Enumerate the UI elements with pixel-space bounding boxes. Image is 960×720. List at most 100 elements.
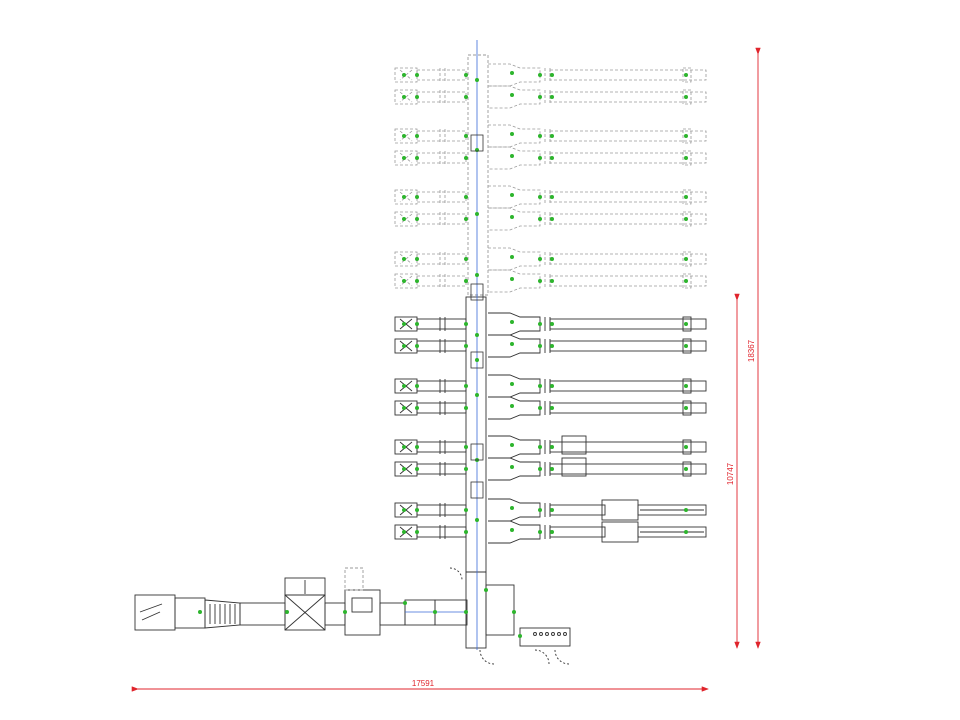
- junction-node: [684, 257, 688, 261]
- transfer-section: [488, 247, 541, 271]
- pocket-box: [561, 457, 587, 477]
- junction-node: [402, 445, 406, 449]
- shuttle-rail: [637, 504, 707, 516]
- junction-node: [510, 215, 514, 219]
- end-clamp: [682, 273, 692, 289]
- junction-node: [402, 530, 406, 534]
- junction-node: [402, 467, 406, 471]
- junction-node: [402, 134, 406, 138]
- end-clamp: [682, 67, 692, 83]
- shuttle-cart: [601, 499, 639, 521]
- junction-node: [464, 156, 468, 160]
- end-clamp: [682, 400, 692, 416]
- junction-node: [550, 445, 554, 449]
- end-clamp: [682, 128, 692, 144]
- junction-node: [684, 344, 688, 348]
- junction-node: [684, 195, 688, 199]
- drive-box: [394, 211, 418, 227]
- drive-box: [394, 189, 418, 205]
- junction-node: [415, 73, 419, 77]
- junction-node: [510, 320, 514, 324]
- left-arm: [416, 402, 467, 414]
- junction-node: [415, 467, 419, 471]
- junction-node: [538, 384, 542, 388]
- junction-node: [550, 95, 554, 99]
- transfer-section: [488, 269, 541, 293]
- spine-node: [475, 212, 479, 216]
- junction-node: [464, 344, 468, 348]
- transfer-section: [488, 435, 541, 459]
- junction-node: [402, 156, 406, 160]
- junction-node: [684, 406, 688, 410]
- spine-node: [475, 78, 479, 82]
- junction-node: [402, 384, 406, 388]
- junction-node: [415, 406, 419, 410]
- junction-node: [684, 530, 688, 534]
- junction-node: [538, 406, 542, 410]
- junction-node: [415, 134, 419, 138]
- junction-node: [510, 506, 514, 510]
- left-arm: [416, 318, 467, 330]
- junction-node: [684, 95, 688, 99]
- junction-node: [464, 467, 468, 471]
- junction-node: [684, 384, 688, 388]
- junction-node: [538, 134, 542, 138]
- junction-node: [464, 530, 468, 534]
- junction-node: [684, 134, 688, 138]
- junction-node: [510, 465, 514, 469]
- junction-node: [415, 530, 419, 534]
- transfer-section: [488, 63, 541, 87]
- junction-node: [464, 279, 468, 283]
- junction-node: [415, 384, 419, 388]
- junction-node: [415, 344, 419, 348]
- drive-box: [394, 251, 418, 267]
- junction-node: [550, 279, 554, 283]
- junction-node: [550, 134, 554, 138]
- transfer-section: [488, 520, 541, 544]
- junction-node: [402, 217, 406, 221]
- junction-node: [415, 445, 419, 449]
- left-arm: [416, 463, 467, 475]
- left-arm: [416, 380, 467, 392]
- junction-node: [464, 384, 468, 388]
- junction-node: [684, 445, 688, 449]
- spine-coupling: [470, 443, 484, 461]
- junction-node: [402, 195, 406, 199]
- junction-node: [550, 344, 554, 348]
- junction-node: [415, 95, 419, 99]
- drive-box: [394, 128, 418, 144]
- infeed-line: [134, 567, 571, 665]
- junction-node: [510, 93, 514, 97]
- end-clamp: [682, 439, 692, 455]
- transfer-section: [488, 207, 541, 231]
- junction-node: [550, 195, 554, 199]
- junction-node: [538, 467, 542, 471]
- junction-node: [510, 382, 514, 386]
- end-clamp: [682, 316, 692, 332]
- junction-node: [538, 217, 542, 221]
- junction-node: [402, 322, 406, 326]
- end-clamp: [682, 338, 692, 354]
- junction-node: [415, 195, 419, 199]
- junction-node: [538, 195, 542, 199]
- junction-node: [464, 73, 468, 77]
- transfer-section: [488, 498, 541, 522]
- junction-node: [550, 530, 554, 534]
- junction-node: [538, 508, 542, 512]
- junction-node: [538, 257, 542, 261]
- shuttle-cart: [601, 521, 639, 543]
- spine-coupling: [470, 283, 484, 301]
- junction-node: [550, 73, 554, 77]
- junction-node: [510, 277, 514, 281]
- junction-node: [538, 344, 542, 348]
- junction-node: [464, 508, 468, 512]
- junction-node: [510, 71, 514, 75]
- junction-node: [415, 508, 419, 512]
- junction-node: [538, 322, 542, 326]
- junction-node: [464, 322, 468, 326]
- junction-node: [402, 279, 406, 283]
- transfer-section: [488, 185, 541, 209]
- end-clamp: [682, 461, 692, 477]
- junction-node: [550, 257, 554, 261]
- junction-node: [538, 530, 542, 534]
